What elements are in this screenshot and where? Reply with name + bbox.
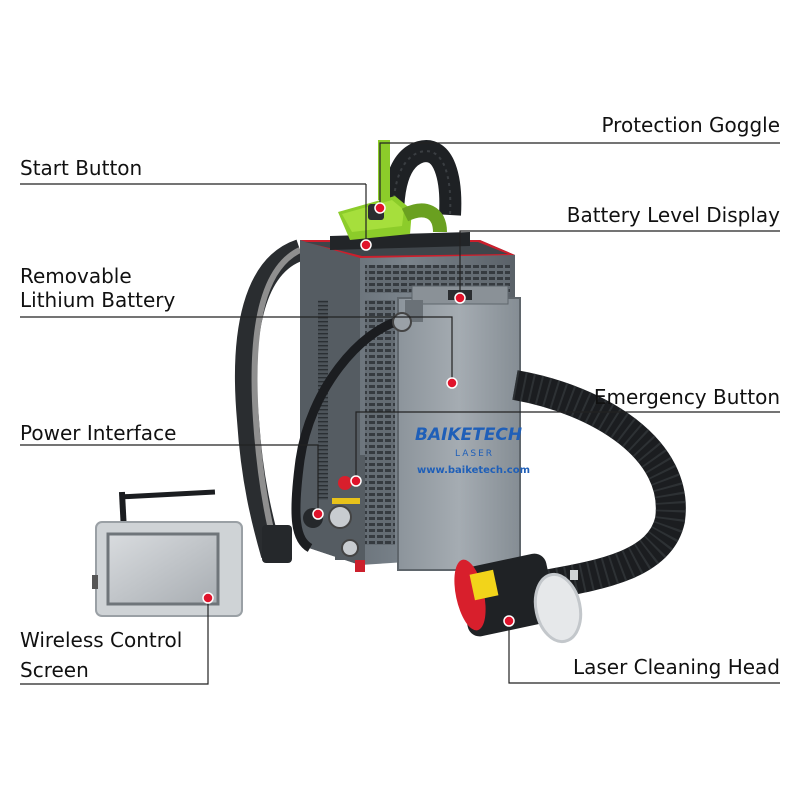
power-port <box>328 505 352 529</box>
leader-laser-head <box>508 621 780 684</box>
brand-sub-text: LASER <box>455 449 494 459</box>
label-wireless-line-2: Screen <box>20 658 89 682</box>
marker-laser-head <box>503 615 515 627</box>
leader-protection-goggle <box>379 142 780 208</box>
label-protection-goggle: Protection Goggle <box>601 113 780 137</box>
label-start-button: Start Button <box>20 156 143 180</box>
label-removable-lithium-battery: Removable Lithium Battery <box>20 264 175 312</box>
label-removable-line-1: Removable <box>20 264 132 288</box>
label-battery-level-display: Battery Level Display <box>566 203 780 227</box>
label-emergency-button: Emergency Button <box>593 385 780 409</box>
marker-protection-goggle <box>374 202 386 214</box>
marker-start-button <box>360 239 372 251</box>
strap-buckle <box>262 525 292 563</box>
label-removable-line-2: Lithium Battery <box>20 288 176 312</box>
label-wireless-control-screen: Wireless Control Screen <box>20 625 182 685</box>
control-screen-device <box>92 489 243 617</box>
website-text: www.baiketech.com <box>417 465 530 476</box>
leader-removable-battery <box>20 316 453 383</box>
label-power-interface: Power Interface <box>20 421 177 445</box>
leader-emergency-button <box>355 411 780 481</box>
leader-power-interface <box>20 444 319 514</box>
emergency-switch <box>338 476 352 490</box>
leader-battery-display <box>459 230 780 298</box>
brand-text: BAIKETECH <box>415 425 522 445</box>
laser-head <box>454 553 583 644</box>
marker-power-interface <box>312 508 324 520</box>
label-wireless-line-1: Wireless Control <box>20 628 183 652</box>
marker-emergency-button <box>350 475 362 487</box>
label-laser-cleaning-head: Laser Cleaning Head <box>572 655 780 679</box>
battery-pack: BAIKETECH LASER www.baiketech.com <box>397 285 530 571</box>
leader-wireless-screen <box>20 598 209 685</box>
shoulder-strap <box>235 239 305 559</box>
marker-battery-display <box>454 292 466 304</box>
marker-removable-battery <box>446 377 458 389</box>
marker-wireless-screen <box>202 592 214 604</box>
laser-hose <box>512 370 686 600</box>
